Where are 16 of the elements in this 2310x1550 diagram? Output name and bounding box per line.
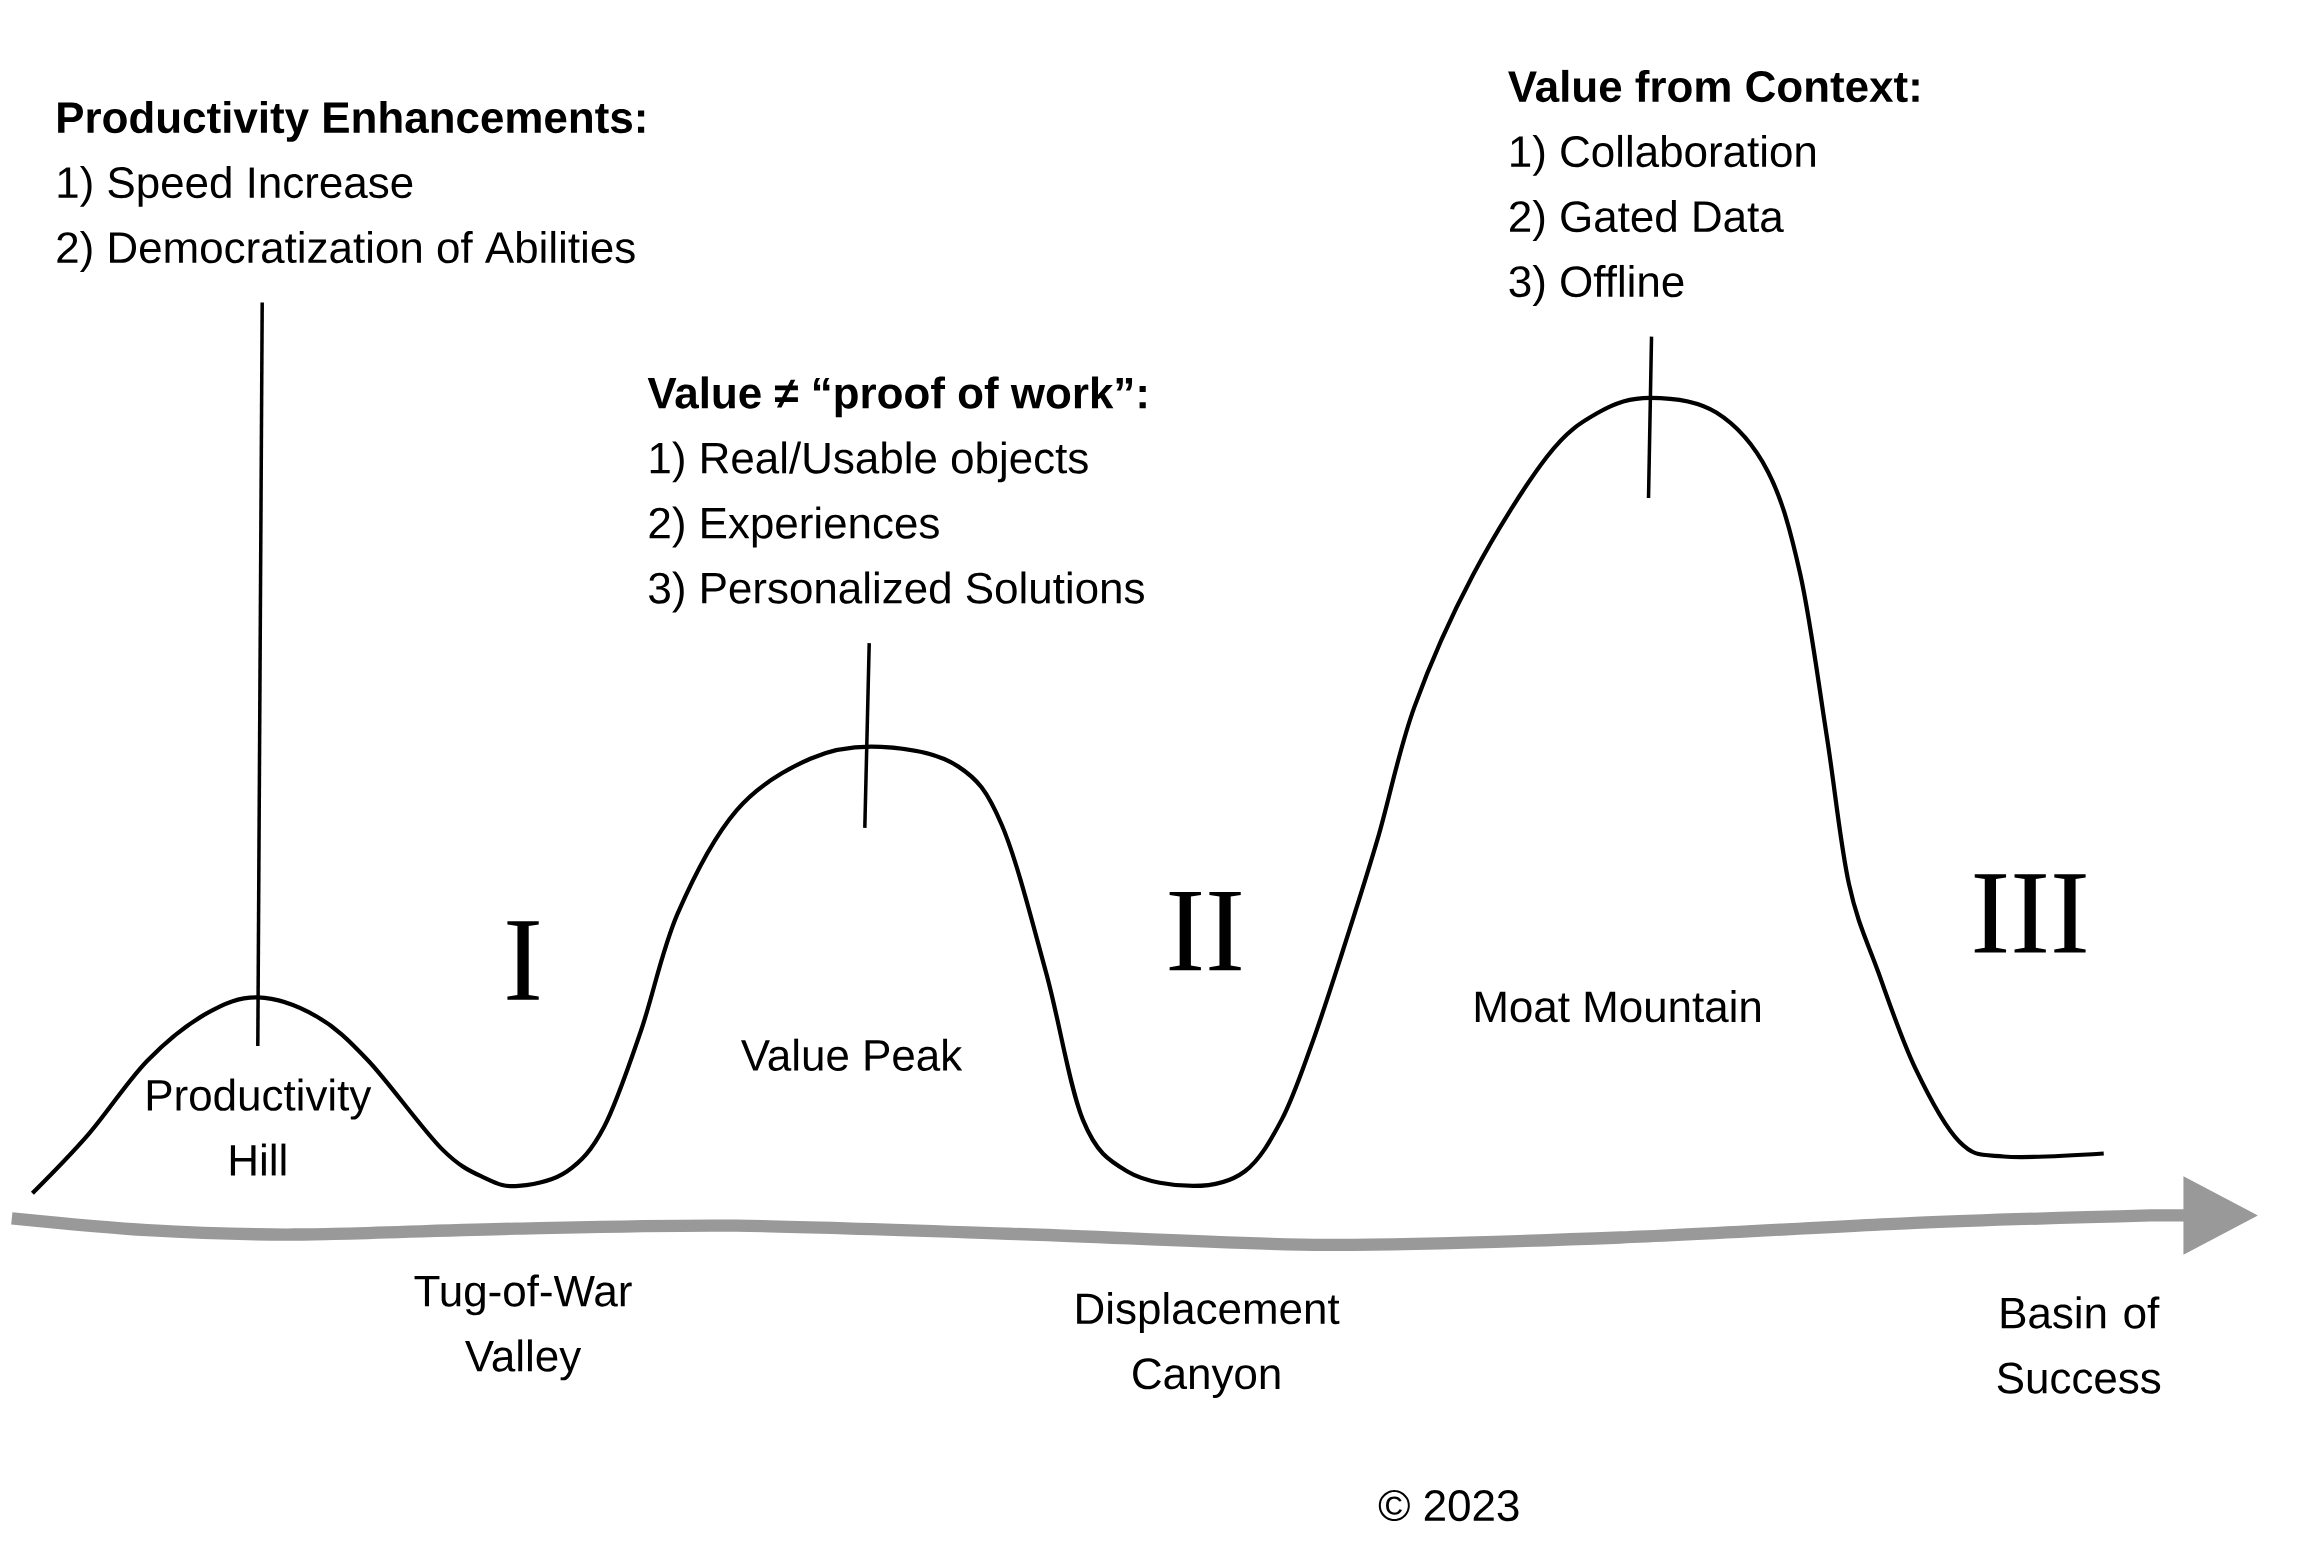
callout-text: Productivity Enhancements: 1) Speed Increase 2) Democratization of Abilities xyxy=(57,100,645,272)
copyright-note: © 2023 xyxy=(1378,1490,1519,1522)
region-label: Productivity Hill xyxy=(147,1078,372,1176)
roman-numeral: III xyxy=(1974,874,2086,953)
callout-text: Value ≠ “proof of work”: 1) Real/Usable objects 2) Experiences 3) Personalized Solutions xyxy=(647,376,1146,613)
leader-line xyxy=(863,643,871,828)
region-label: Basin of Success xyxy=(1997,1296,2161,1394)
region-label: Value Peak xyxy=(741,1038,963,1071)
region-label: Displacement Canyon xyxy=(1077,1292,1340,1398)
leader-line xyxy=(1646,336,1654,498)
roman-numeral: I xyxy=(507,921,539,1000)
callout-text: Value from Context: 1) Collaboration 2) Gated Data 3) Offline xyxy=(1508,69,1919,306)
region-label: Tug-of-War Valley xyxy=(414,1274,632,1381)
region-label: Moat Mountain xyxy=(1475,990,1760,1023)
leader-line xyxy=(256,302,264,1047)
roman-numeral: II xyxy=(1169,891,1241,971)
